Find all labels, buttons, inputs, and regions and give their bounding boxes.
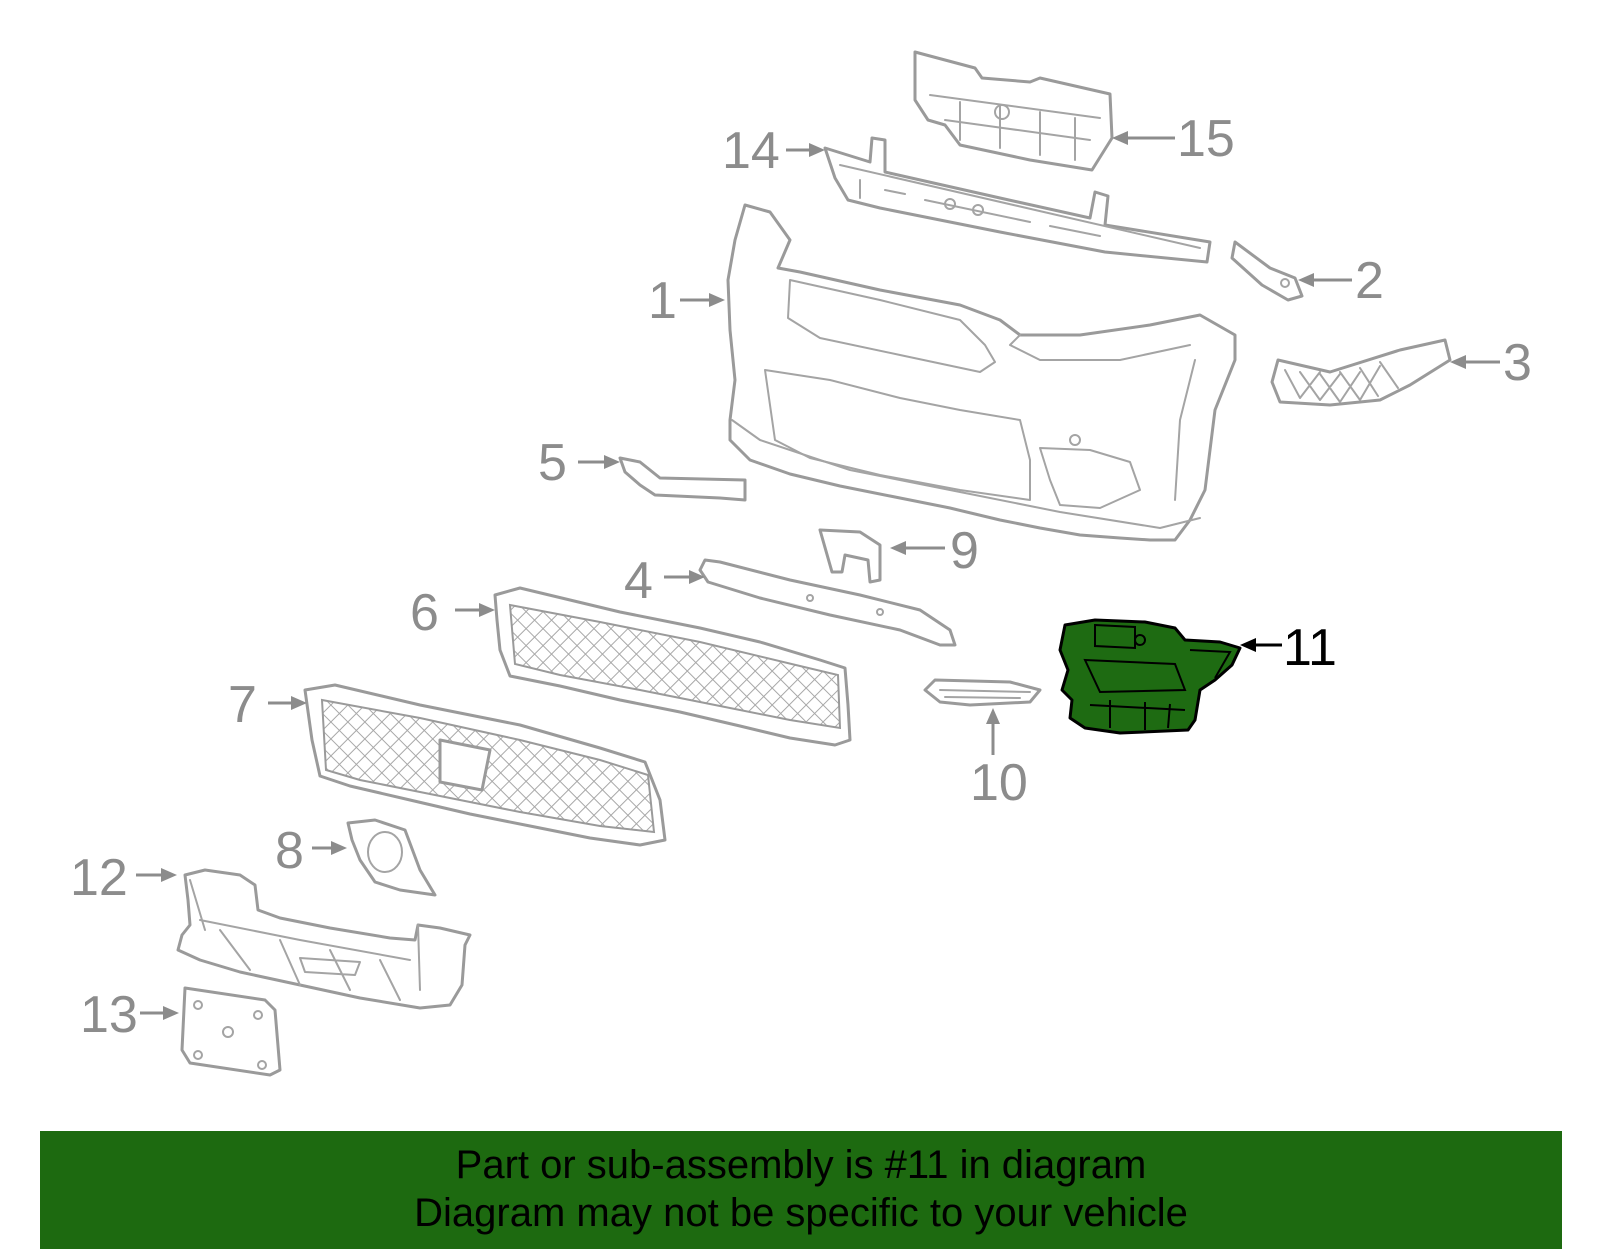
part-2-side-bracket[interactable] [1230,240,1304,302]
part-3-side-support[interactable] [1270,338,1452,407]
callout-4: 4 [624,552,653,610]
part-6-upper-grille[interactable] [493,586,852,747]
parts-diagram: 1 2 3 4 5 6 7 8 9 10 11 12 13 14 15 [70,50,1532,1077]
part-4-molding-strip[interactable] [698,558,957,647]
part-1-bumper-fascia[interactable] [726,203,1237,542]
callout-3: 3 [1503,334,1532,392]
callout-9: 9 [950,522,979,580]
callout-6: 6 [410,584,439,642]
part-7-lower-grille[interactable] [303,683,667,847]
part-13-license-bracket[interactable] [180,986,282,1077]
callout-5: 5 [538,434,567,492]
callout-13: 13 [80,986,138,1044]
callout-10: 10 [970,754,1028,812]
part-14-reinforcement-beam[interactable] [823,136,1212,264]
banner-line-part-info: Part or sub-assembly is #11 in diagram [455,1143,1147,1187]
callout-8: 8 [275,822,304,880]
info-banner: Part or sub-assembly is #11 in diagram D… [40,1131,1562,1249]
part-10-vent-trim[interactable] [923,678,1042,707]
callout-12: 12 [70,849,128,907]
callout-15: 15 [1177,110,1235,168]
callout-1: 1 [648,272,677,330]
part-8-fog-lamp-bezel[interactable] [346,818,437,897]
callout-numbers: 1 2 3 4 5 6 7 8 9 10 11 12 13 14 15 [70,110,1532,1044]
part-12-lower-carrier[interactable] [176,868,472,1010]
part-15-upper-bracket[interactable] [913,50,1114,172]
part-9-mount-bracket[interactable] [818,528,882,584]
banner-line-disclaimer: Diagram may not be specific to your vehi… [414,1191,1188,1235]
callout-2: 2 [1355,252,1384,310]
callout-7: 7 [228,676,257,734]
callout-14: 14 [722,122,780,180]
callout-11: 11 [1283,619,1337,677]
part-5-trim-piece[interactable] [618,456,747,502]
callout-arrows [136,131,1500,1020]
part-11-highlighted-assembly[interactable] [1058,618,1242,735]
